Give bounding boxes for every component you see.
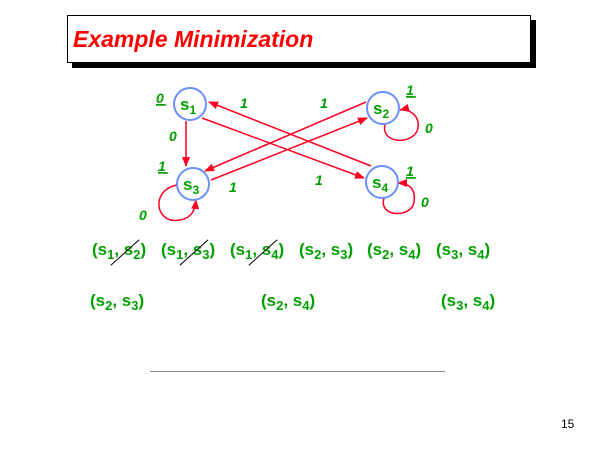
edge-s3-s3-loop (158, 184, 200, 222)
divider-line (150, 371, 445, 372)
state-pair: (s3, s4) (441, 291, 496, 313)
state-s4-node (365, 165, 399, 199)
state-s2-node (366, 91, 400, 125)
edge-label: 1 (229, 179, 237, 195)
edge-s4-s4-loop (382, 179, 416, 215)
output-s2: 1 (406, 82, 414, 98)
edge-label: 1 (315, 172, 323, 188)
edge-label: 1 (320, 95, 328, 111)
output-s3: 1 (158, 158, 166, 174)
edge-s3-s2 (210, 117, 368, 181)
state-pair: (s3, s4) (436, 240, 491, 262)
state-s3-label: s3 (183, 175, 199, 197)
state-s1-node (173, 87, 207, 121)
state-pair: (s2, s4) (261, 291, 316, 313)
state-s1-label: s1 (180, 95, 196, 117)
page-number: 15 (561, 417, 575, 431)
state-pair: (s1, s4) (230, 239, 284, 266)
output-s4: 1 (406, 163, 414, 179)
output-s1: 0 (156, 90, 164, 106)
edge-s2-s2-loop (383, 103, 419, 141)
edge-s2-s3 (204, 101, 367, 172)
title-box: Example Minimization (67, 15, 531, 63)
edge-label: 0 (139, 207, 147, 223)
state-pair: (s2, s3) (90, 291, 145, 313)
state-s2-label: s2 (373, 99, 389, 121)
state-pair: (s1, s3) (161, 239, 215, 266)
slide-title: Example Minimization (73, 26, 314, 52)
edge-label: 0 (169, 128, 177, 144)
state-pair: (s2, s3) (299, 240, 354, 262)
state-s4-label: s4 (372, 173, 388, 195)
edge-label: 0 (425, 120, 433, 136)
edge-label: 1 (240, 95, 248, 111)
edge-s1-s4 (201, 117, 365, 179)
state-s3-node (176, 167, 210, 201)
state-pair: (s1, s2) (92, 239, 146, 266)
state-pair: (s2, s4) (367, 240, 422, 262)
edge-label: 0 (421, 194, 429, 210)
